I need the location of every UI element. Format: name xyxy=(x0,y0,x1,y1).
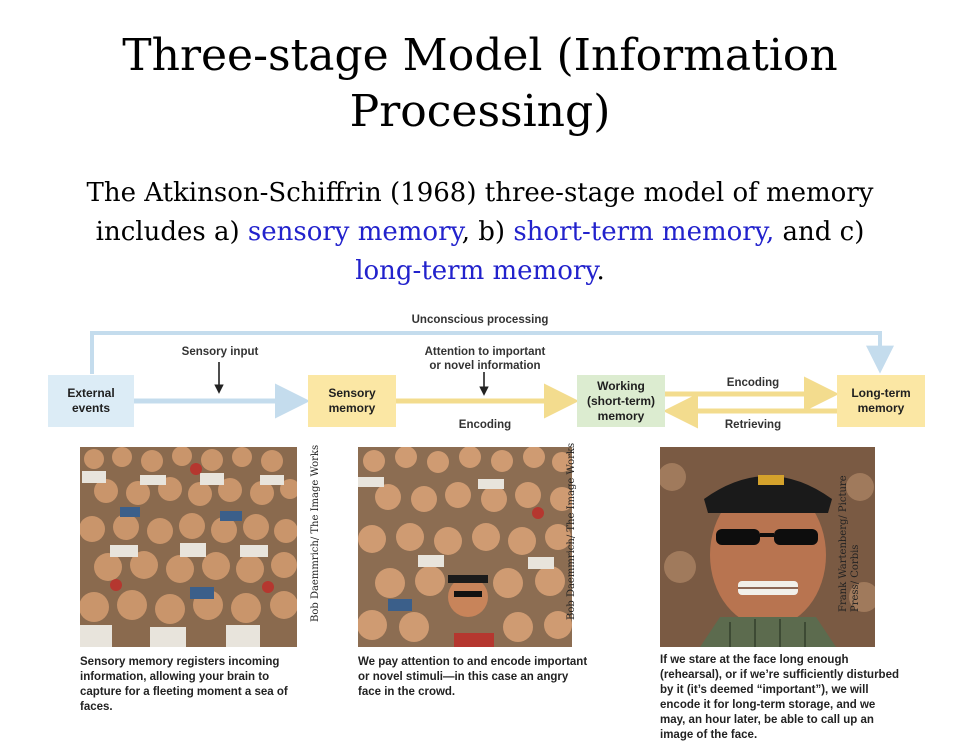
term-long-term-memory: long-term memory xyxy=(355,256,597,286)
crowd-photo xyxy=(80,447,297,647)
external-events-line2: events xyxy=(71,401,110,415)
crowd-angry-face-photo xyxy=(358,447,572,647)
external-events-line1: External xyxy=(67,386,115,400)
intro-text-2: , b) xyxy=(461,217,514,247)
term-sensory-memory: sensory memory xyxy=(247,217,462,247)
sensory-input-label: Sensory input xyxy=(181,346,259,358)
long-term-memory-box: Long-term memory xyxy=(837,375,925,427)
working-memory-line2: (short-term) xyxy=(587,393,655,408)
encoding-label-upper: Encoding xyxy=(726,377,780,389)
working-memory-box: Working (short-term) memory xyxy=(577,375,665,427)
photo-credit-2: Bob Daemmrich/ The Image Works xyxy=(566,442,577,620)
working-memory-line1: Working xyxy=(597,378,645,393)
intro-text-3: and c) xyxy=(774,217,865,247)
retrieving-label: Retrieving xyxy=(724,419,782,431)
working-memory-line3: memory xyxy=(597,408,645,423)
photo-credit-3: Frank Wartenberg/ Picture Press/ Corbis xyxy=(838,475,861,612)
unconscious-processing-arrow xyxy=(90,331,894,374)
photo-caption-1: Sensory memory registers incoming inform… xyxy=(80,656,288,713)
long-term-memory-line2: memory xyxy=(857,401,905,415)
intro-text-1: The Atkinson-Schiffrin (1968) three-stag… xyxy=(86,178,874,247)
angry-face-photo xyxy=(660,447,875,647)
slide-title: Three-stage Model (Information Processin… xyxy=(122,30,838,137)
external-events-box: External events xyxy=(48,375,134,427)
sensory-memory-box: Sensory memory xyxy=(308,375,396,427)
long-term-memory-line1: Long-term xyxy=(851,386,911,400)
encoding-label-lower: Encoding xyxy=(458,419,512,431)
sensory-memory-line2: memory xyxy=(328,401,376,415)
unconscious-processing-label: Unconscious processing xyxy=(411,314,549,326)
term-short-term-memory: short-term memory, xyxy=(513,217,775,247)
photo-caption-3: If we stare at the face long enough (reh… xyxy=(660,654,900,741)
photo-caption-2: We pay attention to and encode important… xyxy=(358,656,588,698)
sensory-memory-line1: Sensory xyxy=(328,386,376,400)
diagram-arrows xyxy=(90,331,894,429)
photo-credit-1: Bob Daemmrich/ The Image Works xyxy=(310,444,321,622)
attention-label-line2: or novel information xyxy=(429,360,541,372)
intro-text-4: . xyxy=(596,256,605,286)
intro-paragraph: The Atkinson-Schiffrin (1968) three-stag… xyxy=(60,174,900,291)
attention-label-line1: Attention to important xyxy=(424,346,546,358)
attention-label: Attention to important or novel informat… xyxy=(400,345,570,373)
